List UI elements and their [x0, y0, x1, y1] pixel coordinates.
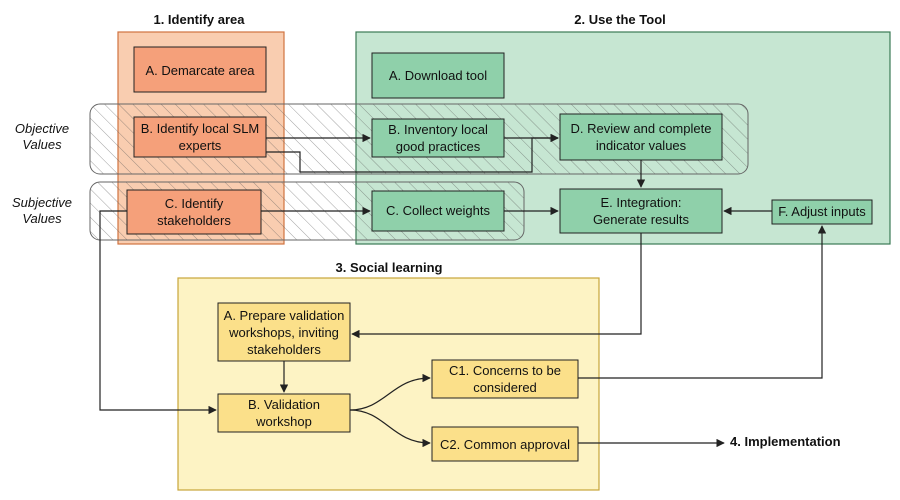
edge-stakeholders-to-workshop: [99, 210, 217, 415]
edge-integration-to-prepare: [351, 233, 642, 339]
svg-text:indicator values: indicator values: [596, 138, 687, 153]
svg-text:A. Prepare validation: A. Prepare validation: [224, 308, 345, 323]
svg-text:B. Inventory local: B. Inventory local: [388, 122, 488, 137]
section-identify-heading: 1. Identify area: [153, 12, 245, 27]
section-tool-heading: 2. Use the Tool: [574, 12, 666, 27]
node-prepare-workshops: A. Prepare validation workshops, invitin…: [217, 302, 351, 362]
node-integration: E. Integration: Generate results: [559, 188, 723, 234]
svg-text:stakeholders: stakeholders: [157, 213, 231, 228]
svg-text:D. Review and complete: D. Review and complete: [571, 121, 712, 136]
svg-text:C2. Common approval: C2. Common approval: [440, 437, 570, 452]
edge-workshop-to-concerns: [349, 373, 431, 411]
section-social-heading: 3. Social learning: [336, 260, 443, 275]
node-review-indicators: D. Review and complete indicator values: [559, 113, 723, 161]
svg-text:A. Demarcate area: A. Demarcate area: [145, 63, 255, 78]
node-download-tool: A. Download tool: [371, 52, 505, 99]
edge-concerns-to-adjust: [578, 225, 827, 379]
node-adjust-inputs: F. Adjust inputs: [771, 199, 873, 225]
svg-text:C. Collect weights: C. Collect weights: [386, 203, 491, 218]
node-concerns: C1. Concerns to be considered: [431, 359, 579, 399]
edge-slm-to-review: [266, 133, 559, 173]
svg-text:A. Download tool: A. Download tool: [389, 68, 487, 83]
section-implementation-heading: 4. Implementation: [730, 434, 841, 449]
svg-text:good practices: good practices: [396, 139, 481, 154]
subjective-label-line1: Subjective: [12, 195, 72, 210]
svg-text:workshop: workshop: [255, 414, 312, 429]
svg-text:experts: experts: [179, 138, 222, 153]
svg-text:B. Validation: B. Validation: [248, 397, 320, 412]
svg-text:F. Adjust inputs: F. Adjust inputs: [778, 204, 866, 219]
svg-text:workshops, inviting: workshops, inviting: [228, 325, 339, 340]
objective-label-line1: Objective: [15, 121, 69, 136]
node-identify-slm-experts: B. Identify local SLM experts: [133, 116, 267, 158]
node-common-approval: C2. Common approval: [431, 426, 579, 462]
svg-text:C. Identify: C. Identify: [165, 196, 224, 211]
svg-text:B. Identify local SLM: B. Identify local SLM: [141, 121, 260, 136]
svg-text:stakeholders: stakeholders: [247, 342, 321, 357]
objective-label-line2: Values: [22, 137, 62, 152]
svg-text:E. Integration:: E. Integration:: [601, 195, 682, 210]
node-validation-workshop: B. Validation workshop: [217, 393, 351, 433]
node-inventory-practices: B. Inventory local good practices: [371, 118, 505, 158]
svg-text:C1. Concerns to be: C1. Concerns to be: [449, 363, 561, 378]
node-demarcate-area: A. Demarcate area: [133, 46, 267, 93]
edge-workshop-to-approval: [349, 409, 431, 448]
svg-text:Generate results: Generate results: [593, 212, 690, 227]
node-collect-weights: C. Collect weights: [371, 190, 505, 232]
subjective-label-line2: Values: [22, 211, 62, 226]
node-identify-stakeholders: C. Identify stakeholders: [126, 189, 262, 235]
svg-text:considered: considered: [473, 380, 537, 395]
